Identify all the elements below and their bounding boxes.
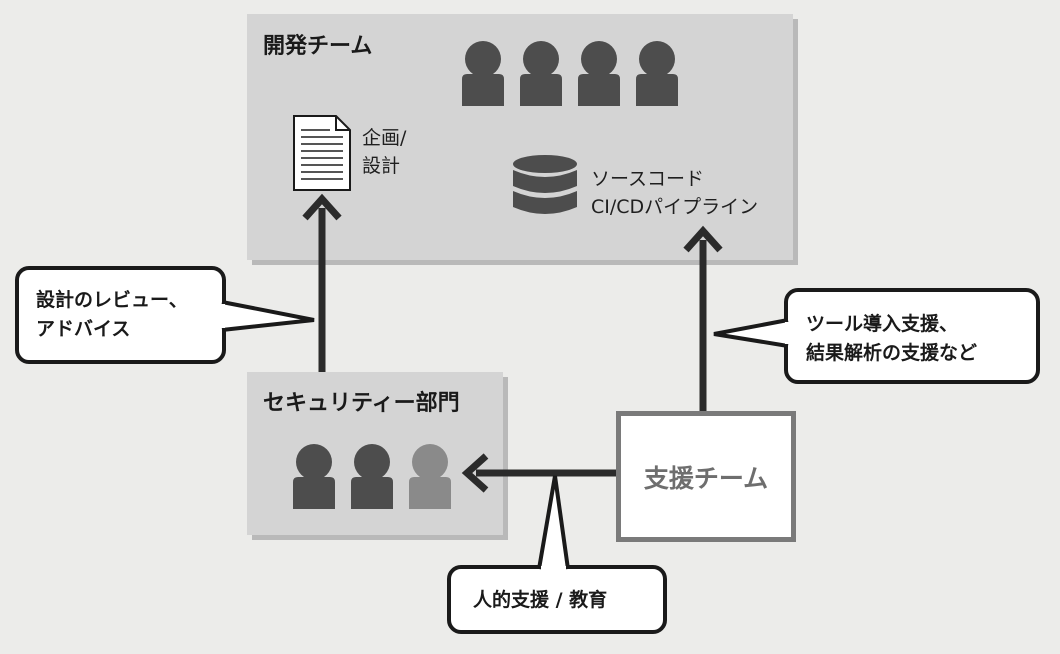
dev-team-people (462, 41, 678, 106)
callout-human-support-text: 人的支援 / 教育 (473, 589, 608, 611)
document-icon (293, 115, 351, 191)
callout1-line1: 設計のレビュー、 (36, 289, 188, 311)
callout2-line1: ツール導入支援、 (806, 313, 959, 335)
security-people (293, 444, 451, 509)
dev-team-title: 開発チーム (263, 34, 373, 59)
database-icon (513, 155, 577, 214)
arrow-support-to-code (683, 225, 723, 411)
callout-tool-support (713, 288, 1040, 384)
arrow-security-to-design (302, 193, 342, 372)
person-icon (409, 444, 451, 509)
support-team-title: 支援チーム (643, 463, 769, 493)
source-code-label: ソースコード CI/CDパイプライン (591, 165, 758, 221)
person-icon (578, 41, 620, 106)
person-icon (293, 444, 335, 509)
plan-label-line1: 企画/ (362, 127, 407, 149)
person-icon (351, 444, 393, 509)
person-icon (520, 41, 562, 106)
plan-design-label: 企画/ 設計 (362, 124, 406, 180)
callout-human-support (447, 475, 667, 634)
callout-tool-support-text: ツール導入支援、 結果解析の支援など (806, 310, 977, 368)
callout-design-review (15, 266, 315, 364)
code-label-line1: ソースコード (591, 168, 705, 190)
plan-label-line2: 設計 (362, 155, 401, 177)
arrow-support-to-security (461, 453, 616, 493)
support-team-box: 支援チーム (616, 411, 796, 542)
code-label-line2: CI/CDパイプライン (591, 196, 759, 218)
security-dept-title: セキュリティー部門 (263, 391, 460, 416)
person-icon (636, 41, 678, 106)
person-icon (462, 41, 504, 106)
callout1-line2: アドバイス (36, 318, 131, 340)
callout2-line2: 結果解析の支援など (806, 342, 978, 364)
callout-design-review-text: 設計のレビュー、 アドバイス (36, 286, 188, 344)
